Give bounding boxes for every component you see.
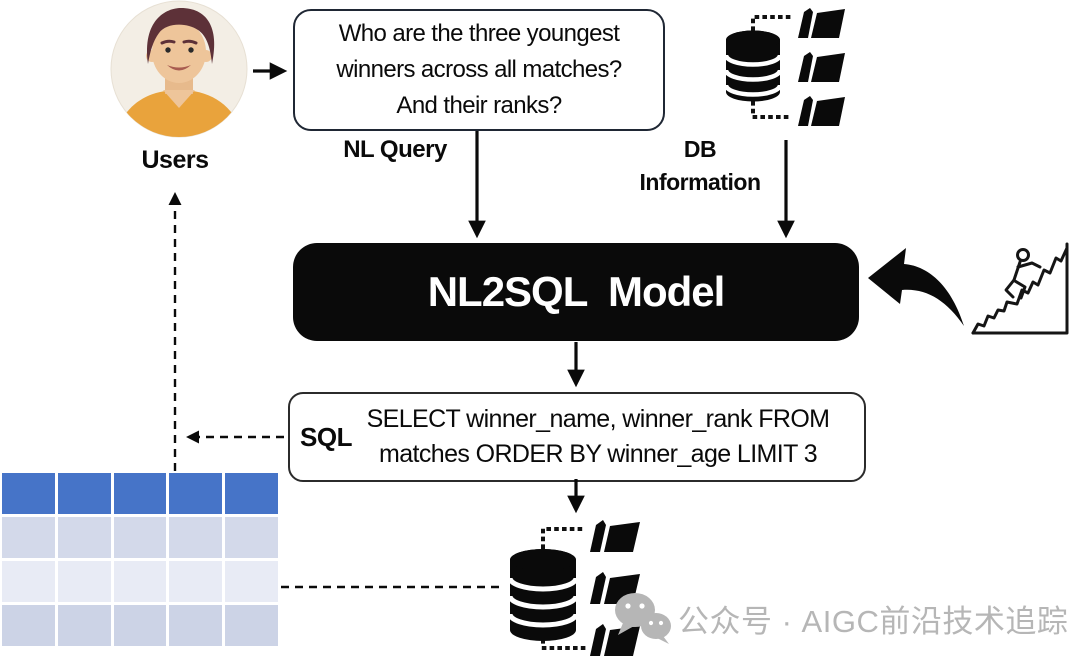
table-row-cell bbox=[225, 517, 278, 558]
mountain-climber-icon bbox=[971, 242, 1069, 335]
table-header-row-cell bbox=[57, 473, 111, 514]
sql-label: SQL bbox=[300, 421, 352, 452]
nl-query-text-line: And their ranks? bbox=[396, 92, 562, 119]
sql-query-line: matches ORDER BY winner_age LIMIT 3 bbox=[379, 440, 818, 468]
table-header-row bbox=[2, 473, 278, 514]
table-row-cell bbox=[113, 605, 167, 646]
watermark-text: 公众号 · AIGC前沿技术追踪 bbox=[678, 604, 1069, 639]
dotted-connector bbox=[751, 15, 794, 119]
table-row-cell bbox=[225, 561, 278, 602]
nl2sql-model-label: NL2SQL Model bbox=[427, 268, 726, 315]
user-avatar bbox=[110, 0, 248, 138]
result-database-icon bbox=[507, 520, 640, 656]
users-label: Users bbox=[141, 146, 210, 174]
table-row-cell bbox=[169, 605, 223, 646]
table-row-cell bbox=[225, 605, 278, 646]
sql-output-box: SQL SELECT winner_name, winner_rank FROM… bbox=[288, 392, 866, 482]
wechat-icon bbox=[615, 593, 671, 644]
nl-query-text-line: winners across all matches? bbox=[336, 56, 622, 83]
folder-icon bbox=[798, 8, 845, 126]
table-row bbox=[2, 605, 278, 646]
nl-query-label: NL Query bbox=[343, 136, 447, 163]
db-information-icon bbox=[723, 8, 845, 126]
table-row-cell bbox=[2, 605, 55, 646]
table-row-cell bbox=[113, 517, 167, 558]
table-row-cell bbox=[2, 517, 55, 558]
table-row-cell bbox=[113, 561, 167, 602]
dotted-connector bbox=[541, 527, 586, 650]
database-cylinder-icon bbox=[507, 549, 579, 641]
table-row-cell bbox=[169, 517, 223, 558]
folder-icon bbox=[590, 520, 640, 656]
table-row bbox=[2, 517, 278, 558]
table-header-row-cell bbox=[2, 473, 55, 514]
table-row-cell bbox=[2, 561, 55, 602]
result-table bbox=[2, 473, 278, 646]
table-row-cell bbox=[57, 517, 111, 558]
table-header-row-cell bbox=[113, 473, 167, 514]
table-row bbox=[2, 561, 278, 602]
nl-query-bubble: Who are the three youngest winners acros… bbox=[293, 9, 665, 131]
table-row-cell bbox=[169, 561, 223, 602]
table-header-row-cell bbox=[225, 473, 278, 514]
database-cylinder-icon bbox=[723, 30, 783, 102]
nl-query-text-line: Who are the three youngest bbox=[338, 20, 620, 47]
nl2sql-model-box: NL2SQL Model bbox=[293, 243, 859, 341]
sql-query-line: SELECT winner_name, winner_rank FROM bbox=[366, 405, 830, 433]
table-row-cell bbox=[57, 605, 111, 646]
curved-arrow-icon bbox=[868, 248, 964, 326]
db-information-label: DB Information bbox=[639, 136, 762, 195]
table-header-row-cell bbox=[169, 473, 223, 514]
table-row-cell bbox=[57, 561, 111, 602]
